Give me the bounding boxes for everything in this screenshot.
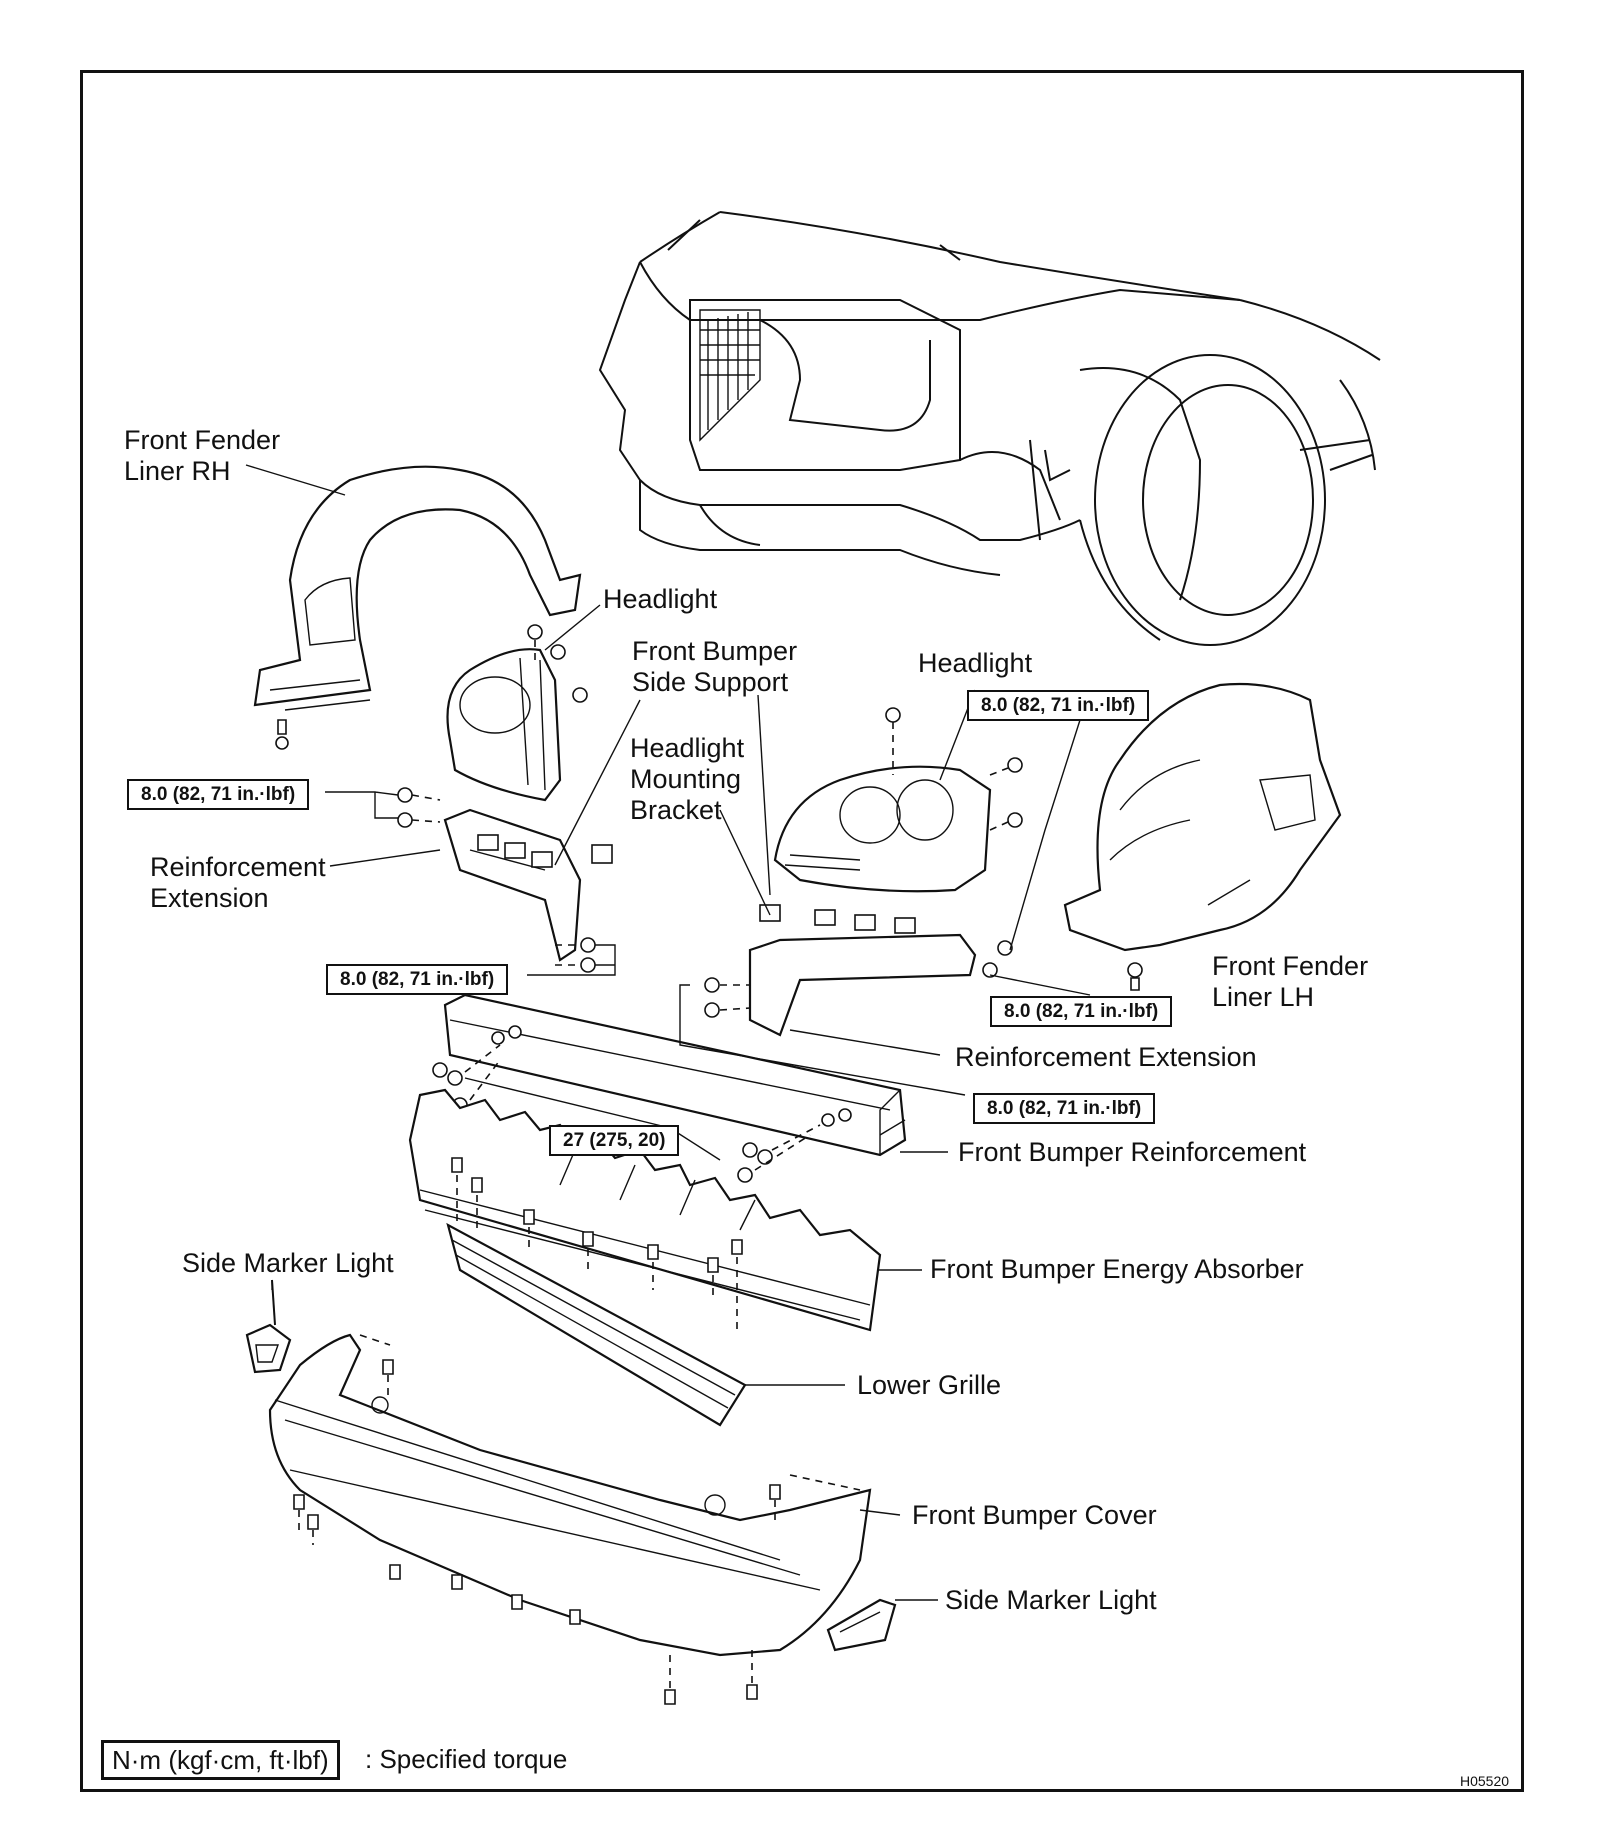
torque-box-ext-lh: 8.0 (82, 71 in.·lbf) [973, 1093, 1156, 1124]
reinforcement-extension-rh-part [397, 787, 613, 973]
vehicle-front-body [598, 211, 1381, 646]
label-headlight-mounting-bracket: Headlight Mounting Bracket [630, 733, 745, 825]
headlight-rh-part [446, 624, 588, 802]
torque-box-liner-lh-lower: 8.0 (82, 71 in.·lbf) [990, 996, 1173, 1027]
label-front-fender-liner-lh: Front Fender Liner LH [1212, 951, 1369, 1012]
label-lower-grille: Lower Grille [857, 1370, 1002, 1400]
headlight-lh-part [773, 707, 1023, 893]
front-bumper-cover-part [268, 1333, 872, 1705]
torque-box-ext-rh-upper: 8.0 (82, 71 in.·lbf) [127, 779, 310, 810]
label-front-bumper-side-support: Front Bumper Side Support [632, 636, 798, 697]
side-marker-light-lh-part [826, 1598, 897, 1652]
reinforcement-extension-lh-part [704, 904, 977, 1037]
torque-box-reinforcement: 27 (275, 20) [549, 1125, 680, 1156]
diagram-frame [80, 70, 1524, 1792]
legend-description: : Specified torque [365, 1744, 568, 1774]
label-headlight-rh: Headlight [603, 584, 718, 614]
label-side-marker-light-lh: Side Marker Light [945, 1585, 1157, 1615]
label-reinforcement-extension-rh: Reinforcement Extension [150, 852, 326, 913]
front-fender-liner-rh-part [253, 465, 582, 750]
lower-grille-part [446, 1157, 747, 1427]
side-marker-light-rh-part [245, 1279, 292, 1374]
label-front-fender-liner-rh: Front Fender Liner RH [124, 425, 281, 486]
label-headlight-lh: Headlight [918, 648, 1033, 678]
label-front-bumper-energy-absorber: Front Bumper Energy Absorber [930, 1254, 1304, 1284]
torque-box-liner-lh-upper: 8.0 (82, 71 in.·lbf) [967, 690, 1150, 721]
label-front-bumper-cover: Front Bumper Cover [912, 1500, 1157, 1530]
label-reinforcement-extension-lh: Reinforcement Extension [955, 1042, 1257, 1072]
front-bumper-energy-absorber-part [408, 1088, 882, 1332]
label-side-marker-light-rh: Side Marker Light [182, 1248, 394, 1278]
label-front-bumper-reinforcement: Front Bumper Reinforcement [958, 1137, 1307, 1167]
front-bumper-reinforcement-part [432, 993, 907, 1183]
torque-box-ext-rh-lower: 8.0 (82, 71 in.·lbf) [326, 964, 509, 995]
front-fender-liner-lh-part [982, 682, 1342, 991]
legend-unit-box: N·m (kgf·cm, ft·lbf) [101, 1740, 340, 1780]
figure-code: H05520 [1460, 1773, 1510, 1789]
leader-lines [245, 464, 1251, 1601]
